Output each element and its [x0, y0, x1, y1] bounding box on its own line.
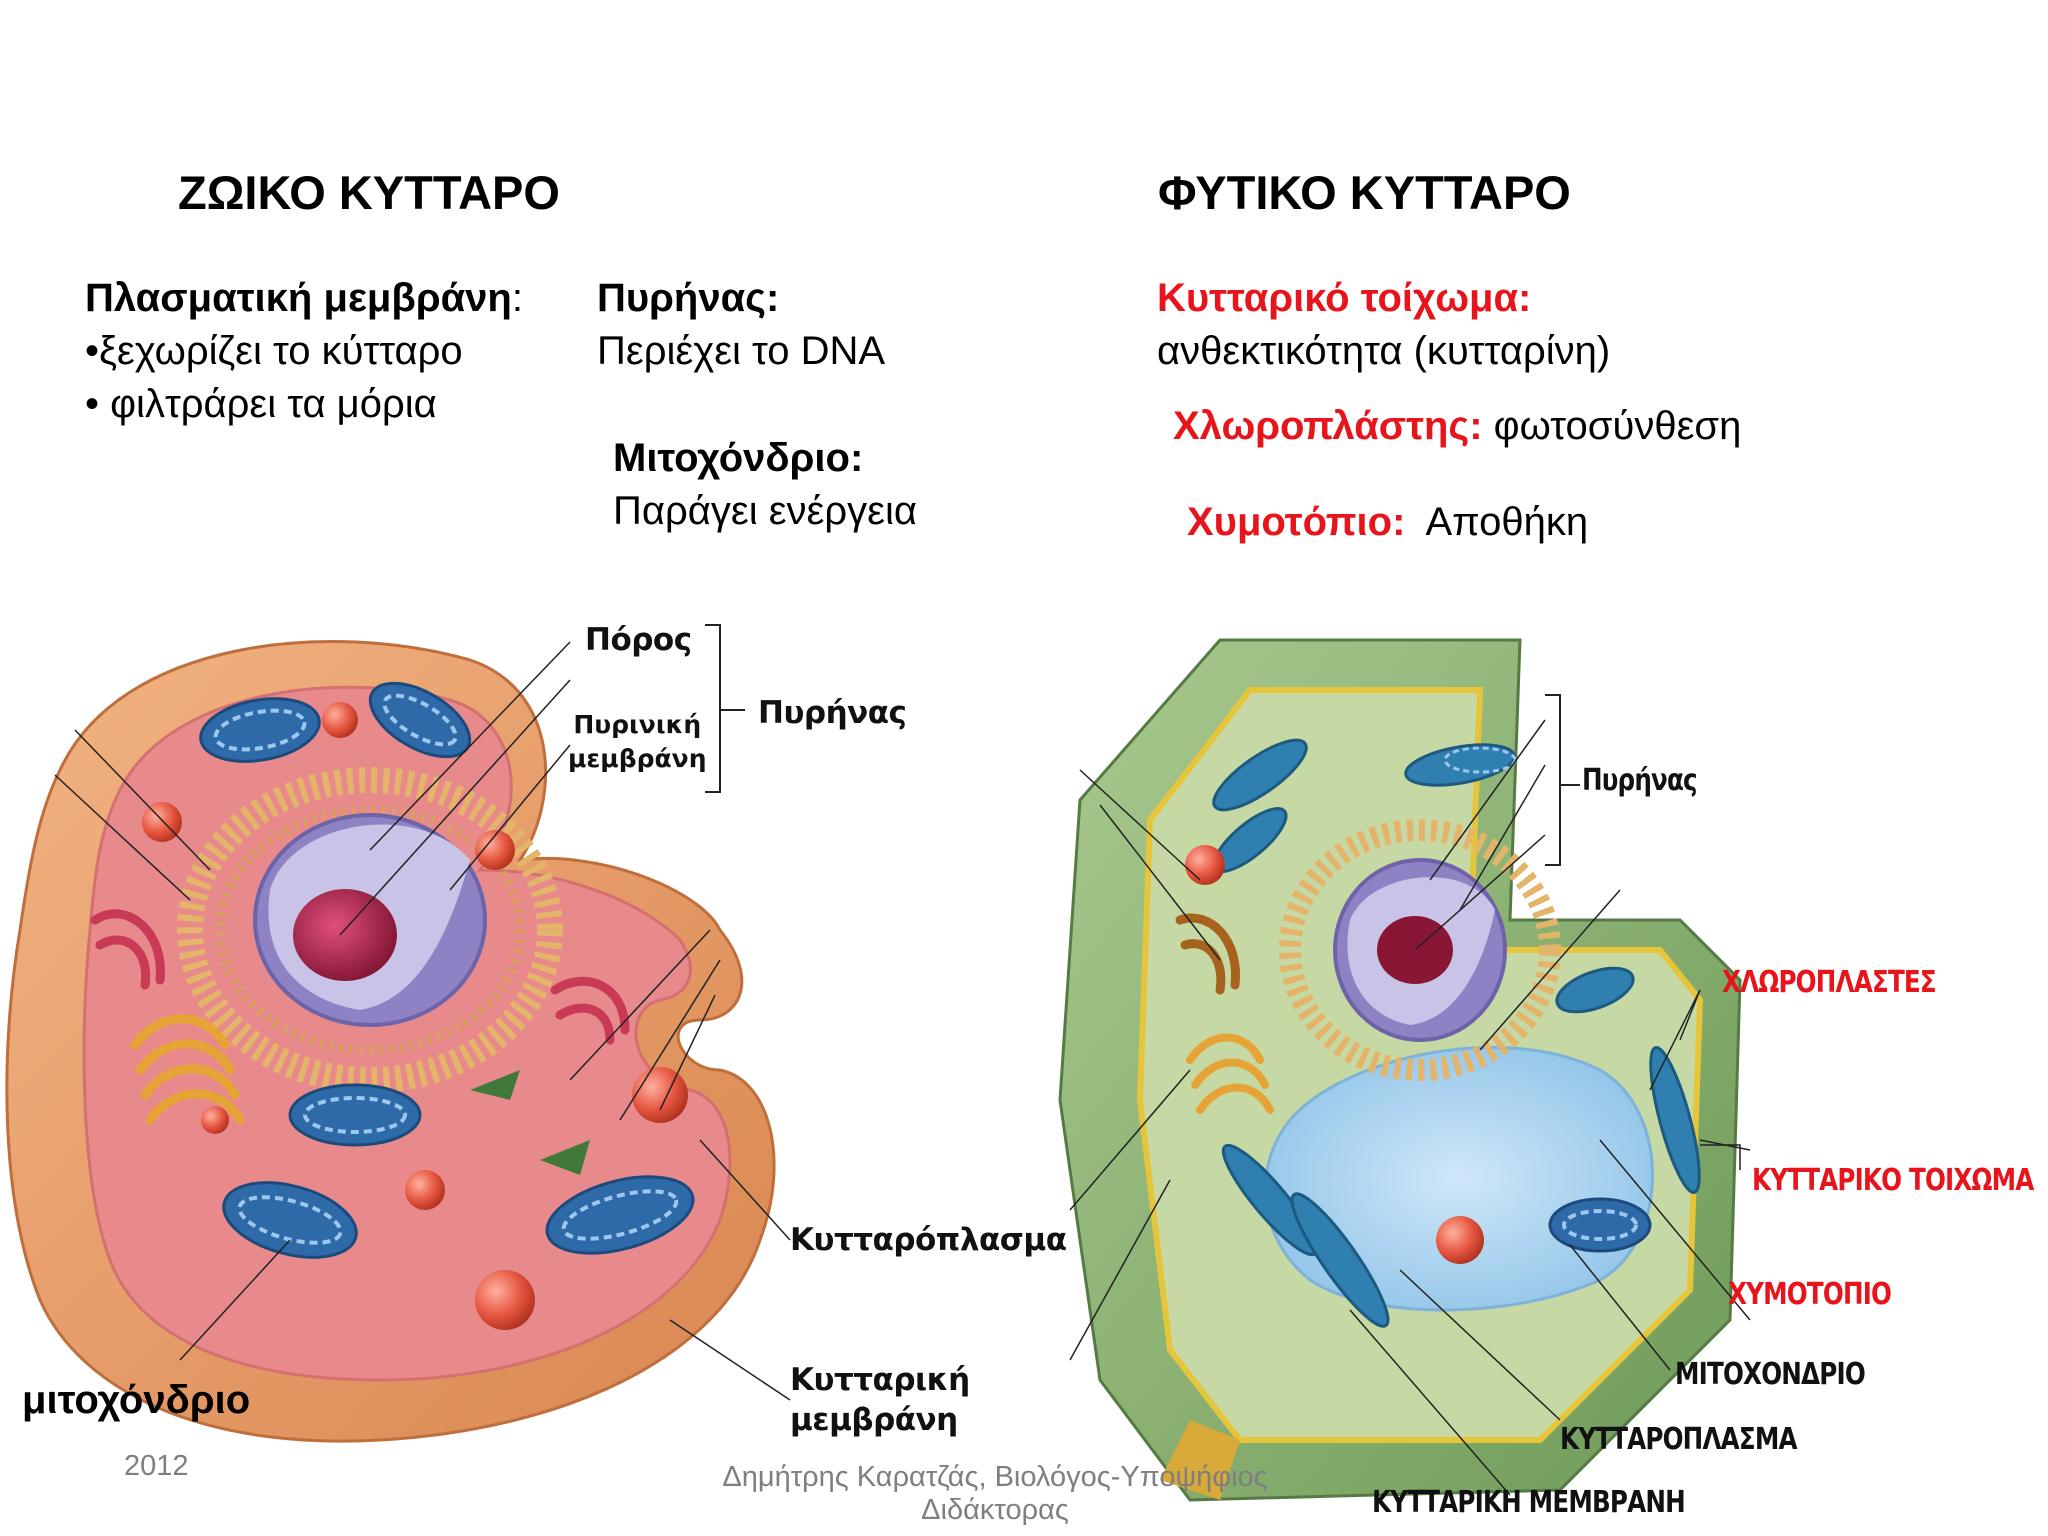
golgi-red — [90, 909, 630, 1045]
plant-er — [1279, 819, 1561, 1081]
vacuole-text: Αποθήκη — [1405, 500, 1589, 544]
mitochondrion-block: Μιτοχόνδριο: Παράγει ενέργεια — [613, 432, 917, 538]
footer-year: 2012 — [124, 1450, 189, 1482]
plasma-membrane-heading: Πλασματική μεμβράνη — [85, 276, 512, 320]
footer-author-line: Δημήτρης Καρατζάς, Βιολόγος-Υποψήφιος — [722, 1461, 1268, 1493]
cell-wall-text: ανθεκτικότητα (κυτταρίνη) — [1157, 329, 1611, 374]
plant-vesicle — [1185, 845, 1225, 885]
label-cell-membrane: Κυτταρική μεμβράνη — [790, 1360, 970, 1441]
animal-cell-illustration — [5, 624, 791, 1443]
lysosomes-group — [142, 702, 688, 1330]
plant-nucleus-bracket — [1545, 694, 1561, 866]
label-nuclear-membrane-line: Πυρινική — [573, 710, 702, 739]
footer-author-line: Διδάκτορας — [921, 1494, 1069, 1526]
plant-golgi-brown — [1175, 913, 1241, 995]
nucleolus — [293, 889, 397, 981]
endoplasmic-reticulum-inner — [215, 805, 525, 1055]
label-plant-mitochondrion: ΜΙΤΟΧΟΝΔΡΙΟ — [1675, 1357, 1866, 1392]
cell-wall-heading: Κυτταρικό τοίχωμα: — [1157, 276, 1532, 320]
label-nuclear-membrane-line: μεμβράνη — [568, 743, 707, 773]
footer-author: Δημήτρης Καρατζάς, Βιολόγος-Υποψήφιος Δι… — [680, 1461, 1310, 1527]
nucleus-heading: Πυρήνας: — [597, 276, 780, 320]
label-plant-cell-membrane: ΚΥΤΤΑΡΙΚΗ ΜΕΜΒΡΑΝΗ — [1372, 1485, 1686, 1520]
chloroplast-line: Χλωροπλάστης: φωτοσύνθεση — [1173, 400, 1741, 453]
plant-golgi — [1186, 1033, 1274, 1114]
label-chloroplasts: ΧΛΩΡΟΠΛΑΣΤΕΣ — [1722, 965, 1937, 1000]
membrane-point: •ξεχωρίζει το κύτταρο — [85, 329, 463, 374]
chloroplasts-group — [1212, 738, 1701, 1328]
label-animal-nucleus: Πυρήνας — [758, 695, 907, 731]
endoplasmic-reticulum — [177, 767, 563, 1093]
vacuole-heading: Χυμοτόπιο: — [1187, 500, 1406, 544]
plant-cell-title: ΦΥΤΙΚΟ ΚΥΤΤΑΡΟ — [1158, 166, 1571, 219]
centriole-2 — [540, 1140, 590, 1175]
label-plant-cytoplasm: ΚΥΤΤΑΡΟΠΛΑΣΜΑ — [1560, 1422, 1798, 1457]
animal-cell-title: ΖΩΙΚΟ ΚΥΤΤΑΡΟ — [178, 166, 560, 219]
mitochondrion-heading: Μιτοχόνδριο: — [613, 436, 864, 480]
animal-leader-lines — [54, 641, 791, 1401]
plant-cell-illustration — [1058, 638, 1751, 1502]
wall-corner — [1160, 1420, 1240, 1500]
plant-vesicle — [1436, 1216, 1484, 1264]
label-cell-membrane-line: μεμβράνη — [790, 1402, 958, 1439]
label-plant-nucleus: Πυρήνας — [1582, 763, 1698, 798]
golgi-apparatus — [130, 1014, 245, 1125]
chloroplast-text: φωτοσύνθεση — [1482, 404, 1742, 448]
mitochondrion-text: Παράγει ενέργεια — [613, 489, 917, 534]
label-vacuole: ΧΥΜΟΤΟΠΙΟ — [1728, 1277, 1892, 1312]
cell-wall-block: Κυτταρικό τοίχωμα: ανθεκτικότητα (κυτταρ… — [1157, 272, 1610, 378]
label-cytoplasm: Κυτταρόπλασμα — [790, 1222, 1067, 1258]
label-cell-wall: ΚΥΤΤΑΡΙΚΟ ΤΟΙΧΩΜΑ — [1752, 1163, 2034, 1198]
mitochondria-group — [199, 681, 695, 1259]
membrane-point: • φιλτράρει τα μόρια — [85, 382, 437, 427]
label-cell-membrane-line: Κυτταρική — [790, 1362, 970, 1398]
label-nuclear-membrane: Πυρινική μεμβράνη — [568, 708, 707, 776]
label-pore: Πόρος — [585, 622, 692, 658]
centriole — [470, 1070, 520, 1100]
chloroplast-heading: Χλωροπλάστης: — [1173, 404, 1483, 448]
plant-mitochondrion — [1548, 1197, 1652, 1253]
nucleus-bracket — [705, 624, 721, 793]
plasma-membrane-block: Πλασματική μεμβράνη: •ξεχωρίζει το κύττα… — [85, 272, 523, 432]
label-mitochondrion: μιτοχόνδριο — [22, 1378, 251, 1422]
nucleus-block: Πυρήνας: Περιέχει το DNA — [597, 272, 885, 378]
plasma-membrane-colon: : — [511, 276, 523, 320]
nucleus-text: Περιέχει το DNA — [597, 329, 886, 374]
vacuole-line: Χυμοτόπιο: Αποθήκη — [1187, 496, 1588, 549]
